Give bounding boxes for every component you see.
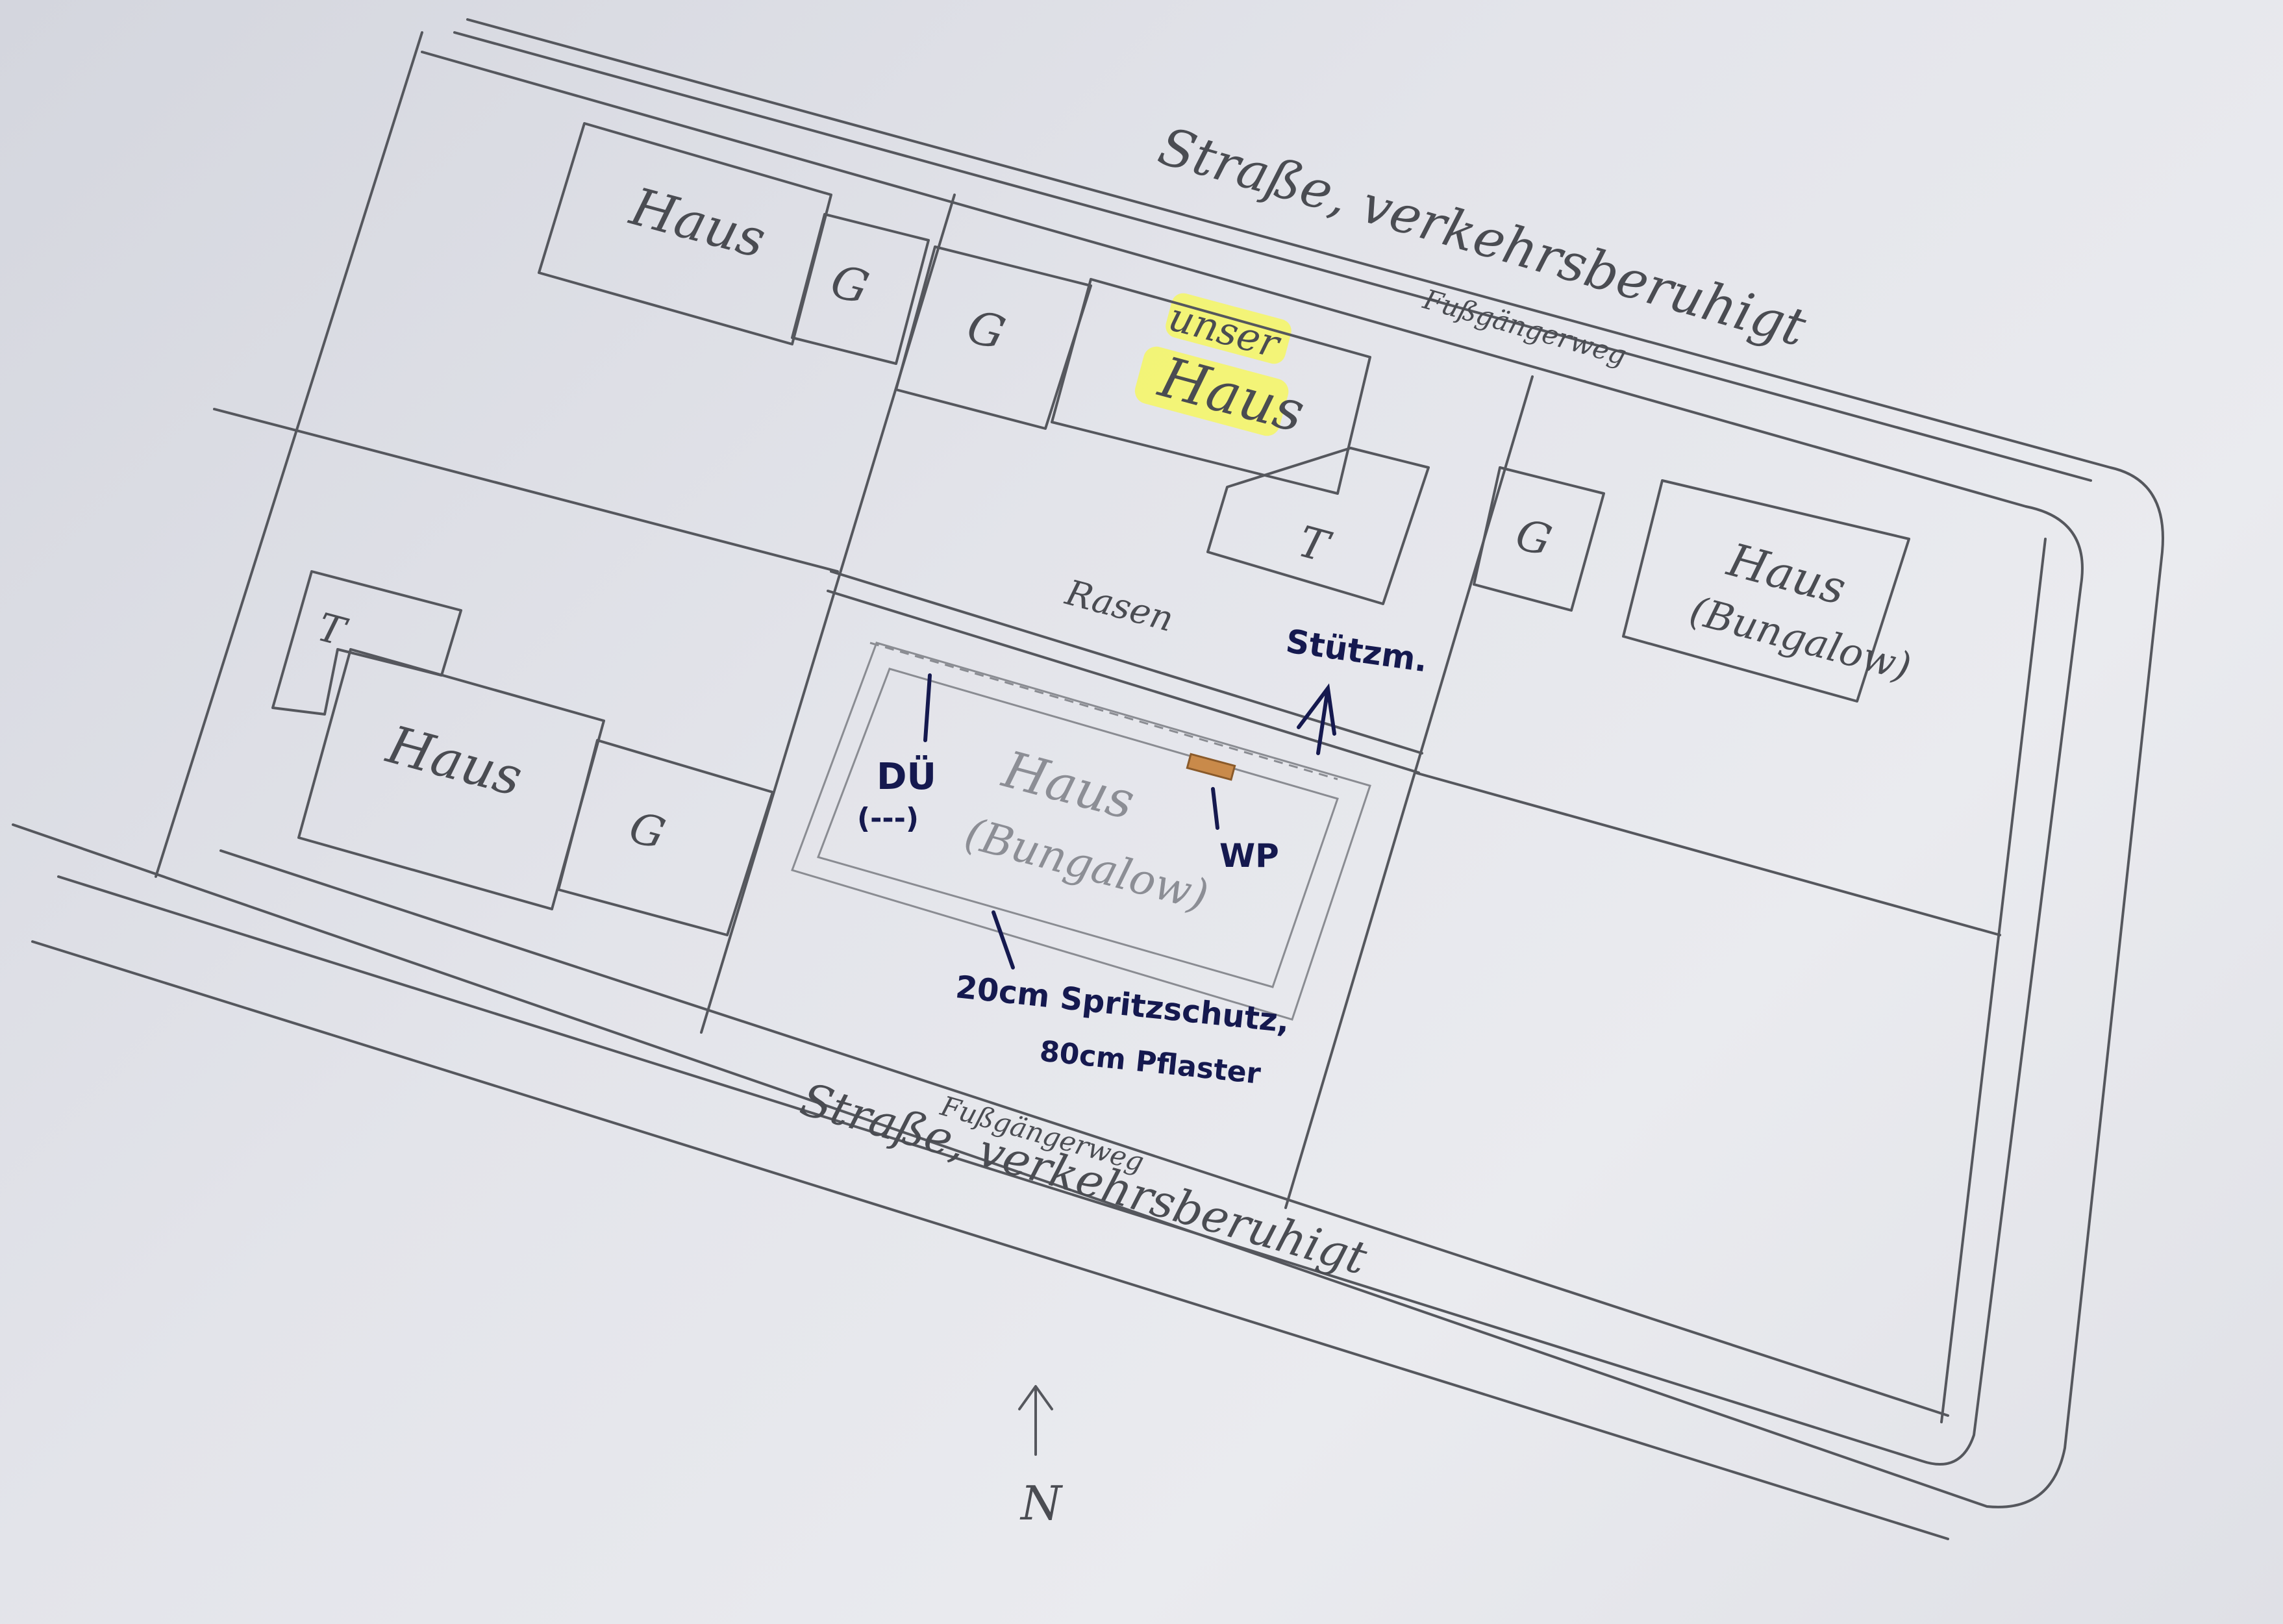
garage-label: G (825, 254, 874, 315)
retaining-wall-dashed (869, 642, 1338, 781)
highlight-marker (1134, 293, 1291, 436)
lawn-label: Rasen (1061, 571, 1178, 640)
plot-line-west-mid (213, 408, 839, 573)
lawn-area: Rasen (1061, 571, 1178, 640)
retaining-wall-label: Stützm. (1284, 622, 1430, 679)
street-south-line-2 (219, 849, 1949, 1417)
splash-guard-label-line2: 80cm Pflaster (1038, 1034, 1263, 1090)
heat-pump-unit (1186, 753, 1236, 781)
our-house-label-line2: Haus (1151, 344, 1311, 445)
garage-label: G (624, 802, 670, 859)
heat-pump-label: WP (1219, 837, 1279, 875)
plot-line-center-east (1284, 375, 1534, 1209)
house-label: Haus (995, 740, 1140, 831)
retaining-wall-arrow (1297, 683, 1336, 755)
block-boundary (155, 31, 423, 878)
downspout-symbol: (---) (857, 802, 919, 835)
north-arrow-icon (1018, 1385, 1053, 1456)
terrace-our-house: T (1206, 447, 1430, 605)
house-sublabel: (Bungalow) (960, 808, 1214, 921)
street-north-line-outer (12, 18, 2164, 1508)
garage-label: G (962, 299, 1010, 360)
terrace-label: T (313, 605, 353, 656)
garage-east: G (1473, 466, 1605, 612)
footpath-east-line (1940, 538, 2047, 1423)
house-west: Haus (297, 648, 605, 910)
house-east-bungalow: Haus (Bungalow) (1622, 479, 1915, 703)
street-south-label: Straße, verkehrsberuhigt (795, 1073, 1373, 1286)
downspout-pointer (923, 673, 932, 742)
garage-label: G (1511, 509, 1557, 566)
street-north-line-inner (453, 31, 2092, 482)
plot-line-east-mid (1414, 771, 2001, 936)
downspout-label: DÜ (877, 756, 936, 798)
street-south-line (31, 940, 1949, 1540)
north-label: N (1019, 1476, 1064, 1530)
terrace-label: T (1293, 516, 1336, 573)
house-label: Haus (380, 714, 529, 808)
heat-pump-pointer (1211, 787, 1219, 830)
splash-guard-label-line1: 20cm Spritzschutz, (954, 969, 1291, 1040)
footpath-north-line (57, 51, 2084, 1466)
our-house: unser Haus (1051, 278, 1371, 495)
splash-guard-pointer (992, 910, 1015, 969)
house-label: Haus (623, 176, 772, 270)
garage-our-house: G (895, 245, 1092, 430)
terrace-west: T (271, 570, 462, 716)
